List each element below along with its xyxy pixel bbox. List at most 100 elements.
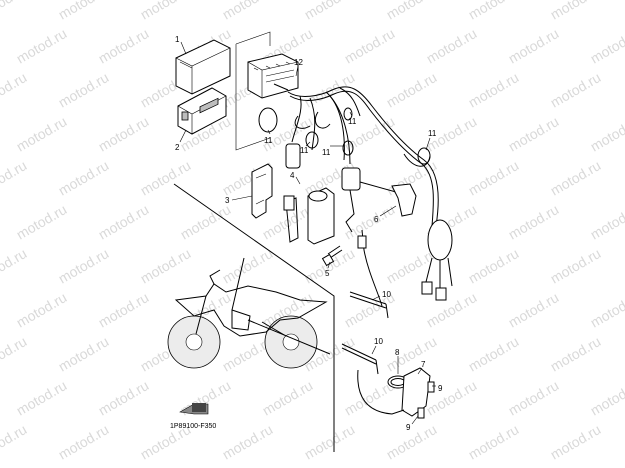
watermark-text: motod.ru (0, 245, 29, 286)
callout-7: 7 (421, 360, 426, 369)
cdi-unit-part (175, 39, 231, 95)
wiring-connector-block (247, 53, 299, 99)
watermark-text: motod.ru (56, 421, 112, 462)
watermark-text: motod.ru (342, 25, 398, 66)
watermark-text: motod.ru (588, 201, 625, 242)
watermark-text: motod.ru (302, 245, 358, 286)
watermark-text: motod.ru (588, 377, 625, 418)
motorcycle-silhouette (167, 269, 328, 369)
watermark-text: motod.ru (96, 113, 152, 154)
watermark-text: motod.ru (0, 333, 29, 374)
watermark-text: motod.ru (342, 201, 398, 242)
watermark-text: motod.ru (588, 289, 625, 330)
wire-clamps (258, 107, 431, 165)
watermark-text: motod.ru (466, 421, 522, 462)
watermark-text: motod.ru (466, 69, 522, 110)
watermark-text: motod.ru (466, 157, 522, 198)
watermark-text: motod.ru (56, 0, 112, 23)
callout-10-top: 10 (382, 290, 391, 299)
watermark-text: motod.ru (56, 69, 112, 110)
watermark-text: motod.ru (384, 69, 440, 110)
watermark-text: motod.ru (588, 113, 625, 154)
watermark-text: motod.ru (14, 201, 70, 242)
callout-3: 3 (225, 196, 230, 205)
callout-11-left: 11 (264, 136, 273, 145)
watermark-text: motod.ru (548, 333, 604, 374)
watermark-text: motod.ru (548, 0, 604, 23)
callout-11-right: 11 (428, 129, 437, 138)
watermark-text: motod.ru (220, 421, 276, 462)
callout-2: 2 (175, 143, 180, 152)
watermark-text: motod.ru (548, 421, 604, 462)
watermark-text: motod.ru (506, 289, 562, 330)
detail-boundary (173, 183, 335, 452)
mounting-plate-outline (235, 31, 271, 151)
front-arrow-icon (179, 403, 209, 415)
callout-11-center: 11 (322, 148, 331, 157)
watermark-text: motod.ru (0, 157, 29, 198)
watermark-text: motod.ru (466, 333, 522, 374)
watermark-text: motod.ru (96, 25, 152, 66)
bolt-part (321, 245, 343, 267)
watermark-text: motod.ru (0, 0, 29, 23)
watermark-text: motod.ru (96, 289, 152, 330)
watermark-text: motod.ru (548, 69, 604, 110)
watermark-text: motod.ru (56, 157, 112, 198)
watermark-text: motod.ru (466, 245, 522, 286)
callout-10-bottom: 10 (374, 337, 383, 346)
watermark-text: motod.ru (424, 289, 480, 330)
callout-8: 8 (395, 348, 400, 357)
watermark-text: motod.ru (56, 333, 112, 374)
callout-5: 5 (325, 269, 330, 278)
watermark-text: motod.ru (466, 0, 522, 23)
watermark-text: motod.ru (424, 25, 480, 66)
watermark-text: motod.ru (588, 25, 625, 66)
callout-6: 6 (374, 215, 379, 224)
watermark-text: motod.ru (342, 377, 398, 418)
watermark-text: motod.ru (548, 245, 604, 286)
callout-11-upper: 11 (348, 117, 357, 126)
watermark-text: motod.ru (506, 25, 562, 66)
watermark-text: motod.ru (302, 69, 358, 110)
watermark-text: motod.ru (220, 0, 276, 23)
watermark-text: motod.ru (138, 157, 194, 198)
watermark-text: motod.ru (260, 377, 316, 418)
watermark-text: motod.ru (14, 377, 70, 418)
watermark-text: motod.ru (14, 113, 70, 154)
watermark-text: motod.ru (14, 289, 70, 330)
diagram-code-label: 1P89100-F350 (170, 423, 216, 430)
watermark-text: motod.ru (548, 157, 604, 198)
sensor-lead (361, 229, 383, 307)
watermark-text: motod.ru (506, 201, 562, 242)
pickup-coil-assembly (341, 291, 435, 419)
watermark-text: motod.ru (506, 113, 562, 154)
callout-4: 4 (290, 171, 295, 180)
ignition-coil-part (285, 143, 453, 301)
watermark-text: motod.ru (384, 333, 440, 374)
callout-12: 12 (294, 58, 303, 67)
watermark-text: motod.ru (506, 377, 562, 418)
watermark-text: motod.ru (178, 201, 234, 242)
callout-11-mid: 11 (300, 146, 309, 155)
watermark-text: motod.ru (138, 245, 194, 286)
watermark-text: motod.ru (0, 69, 29, 110)
watermark-text: motod.ru (302, 421, 358, 462)
bracket-part (251, 163, 299, 243)
callouts: 1 2 3 4 5 6 7 8 9 9 10 10 11 11 11 11 11 (175, 35, 443, 432)
watermark-text: motod.ru (302, 0, 358, 23)
callout-9-bottom: 9 (406, 423, 411, 432)
watermark-text: motod.ru (56, 245, 112, 286)
callout-1: 1 (175, 35, 180, 44)
rectifier-part (177, 87, 227, 135)
watermark-text: motod.ru (138, 0, 194, 23)
watermark-text: motod.ru (96, 377, 152, 418)
watermark-text: motod.ru (220, 245, 276, 286)
watermark-text: motod.ru (96, 201, 152, 242)
watermark-text: motod.ru (0, 421, 29, 462)
callout-9-right: 9 (438, 384, 443, 393)
main-wire-harness (273, 83, 439, 227)
watermark-text: motod.ru (384, 421, 440, 462)
watermark-text: motod.ru (14, 25, 70, 66)
